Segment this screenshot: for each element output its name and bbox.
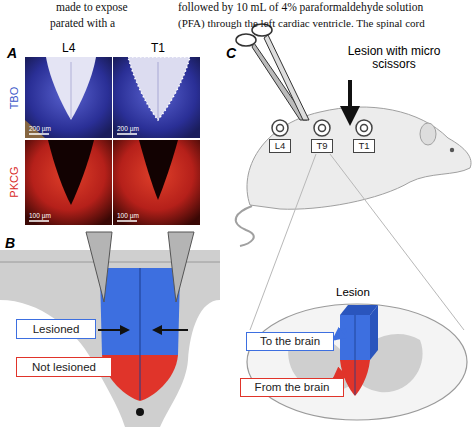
compression-arrow-part xyxy=(98,329,128,331)
scissors-symbol-part xyxy=(264,35,309,120)
cord-cross-section xyxy=(247,304,467,420)
cord-schematic-part xyxy=(136,408,144,416)
box-text: T9 xyxy=(316,141,327,151)
zoom-line-part xyxy=(250,154,316,330)
rat-silhouette xyxy=(236,107,471,246)
tbo-micrograph-part xyxy=(25,57,112,138)
scale-bar-part xyxy=(29,133,49,135)
box-text: L4 xyxy=(275,141,286,151)
blade-symbol-part xyxy=(168,232,194,302)
body-text: followed by 10 mL of 4% paraformaldehyde… xyxy=(178,1,423,14)
rat-silhouette-part xyxy=(236,206,254,246)
pathway-box: From the brain xyxy=(240,378,344,397)
tbo-micrograph xyxy=(25,57,200,138)
rat-silhouette-part xyxy=(450,148,454,152)
panel-letter: A xyxy=(7,46,17,61)
box-text: Lesioned xyxy=(33,323,80,336)
pkcg-micrograph-part xyxy=(25,140,112,225)
box-text: From the brain xyxy=(255,381,330,394)
lesion-arrow-part xyxy=(348,80,352,122)
cord-cross-section-part xyxy=(370,305,378,360)
status-box: Not lesioned xyxy=(16,357,112,377)
vertebra-symbol xyxy=(272,120,372,136)
pathway-arrow xyxy=(334,330,350,379)
vertebra-symbol-part xyxy=(361,125,368,132)
vertebra-symbol-part xyxy=(272,120,288,136)
rat-silhouette-part xyxy=(420,123,436,145)
box-text: T1 xyxy=(358,141,369,151)
body-text: parated with a xyxy=(50,17,115,30)
scale-bar-part xyxy=(29,220,49,222)
panel-letter: B xyxy=(5,236,15,251)
scale-bar xyxy=(29,134,137,221)
segment-label: L4 xyxy=(62,42,75,55)
box-text: Not lesioned xyxy=(32,361,96,374)
pathway-box: To the brain xyxy=(246,332,334,351)
body-text: made to expose xyxy=(56,1,128,14)
panel-letter: C xyxy=(226,46,236,61)
scissors-symbol xyxy=(236,24,309,120)
stain-label: TBO xyxy=(8,87,20,110)
tbo-micrograph-part xyxy=(128,57,190,120)
blade-symbol-part xyxy=(86,232,112,302)
blade-symbol xyxy=(86,232,194,302)
cord-cross-section-part xyxy=(355,315,356,395)
scale-bar-part xyxy=(117,220,137,222)
status-box: Lesioned xyxy=(16,319,96,339)
stain-label: PKCG xyxy=(8,166,20,197)
lesion-arrow xyxy=(350,80,351,122)
box-text: To the brain xyxy=(260,335,320,348)
pkcg-micrograph xyxy=(25,140,200,225)
annotation: Lesion with micro scissors xyxy=(334,45,454,71)
vertebra-box: L4 xyxy=(269,139,291,153)
pkcg-micrograph-part xyxy=(139,140,178,200)
vertebra-box: T1 xyxy=(353,139,375,153)
scale-label: 200 µm xyxy=(117,125,139,132)
tbo-micrograph-part xyxy=(71,62,72,118)
pathway-arrow-part xyxy=(334,330,346,339)
pkcg-micrograph-part xyxy=(48,140,94,205)
vertebra-symbol-part xyxy=(319,125,326,132)
cord-schematic xyxy=(0,250,220,427)
rat-silhouette-part xyxy=(247,107,471,209)
pkcg-micrograph-part xyxy=(113,140,200,225)
cord-schematic-part xyxy=(0,262,220,263)
cord-schematic-part xyxy=(0,250,220,427)
compression-arrow xyxy=(98,329,188,331)
vertebra-box: T9 xyxy=(311,139,333,153)
scale-label: 100 µm xyxy=(29,212,51,219)
scale-bar-part xyxy=(117,133,137,135)
tbo-micrograph-part xyxy=(113,57,200,138)
tbo-micrograph-part xyxy=(158,62,159,118)
segment-label: T1 xyxy=(151,42,165,55)
scale-label: 100 µm xyxy=(117,212,139,219)
vertebra-symbol-part xyxy=(314,120,330,136)
cord-schematic-part xyxy=(140,268,141,400)
scale-label: 200 µm xyxy=(29,125,51,132)
annotation: Lesion xyxy=(336,286,370,299)
vertebra-symbol-part xyxy=(277,125,284,132)
cord-cross-section-part xyxy=(247,304,467,420)
body-text: (PFA) through the left cardiac ventricle… xyxy=(178,17,425,29)
compression-arrow-part xyxy=(154,329,188,331)
tbo-micrograph-part xyxy=(46,57,96,120)
vertebra-symbol-part xyxy=(356,120,372,136)
